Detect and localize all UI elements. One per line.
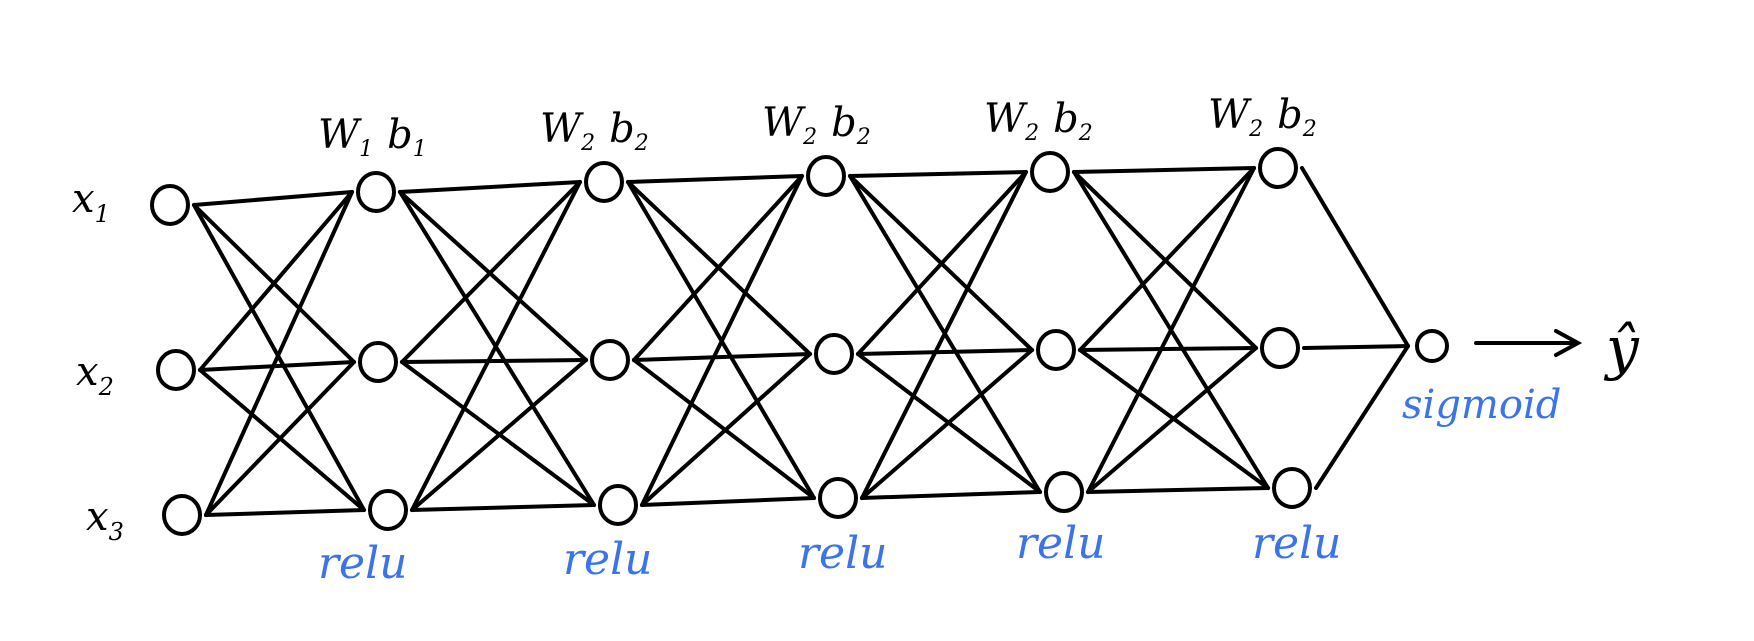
edge-l4-n3-to-n2: [860, 348, 1034, 500]
edge-l4-n1-to-n1: [848, 170, 1028, 178]
connections: [192, 166, 1410, 517]
activation-label-layer-2: relu: [563, 534, 652, 585]
edge-l2-n1-to-n3: [398, 190, 596, 507]
input-label-x1: x1: [72, 176, 110, 228]
output-neuron-1: [1415, 329, 1449, 363]
neurons: [150, 147, 1449, 536]
input-label-x2: x2: [76, 349, 114, 401]
edge-l4-n3-to-n3: [860, 490, 1042, 500]
edge-l4-n3-to-n1: [860, 170, 1028, 500]
hidden-l1-neuron-1: [356, 171, 396, 213]
edge-l3-n2-to-n1: [632, 174, 804, 362]
edge-l2-n3-to-n3: [410, 503, 596, 512]
activation-label-layer-1: relu: [318, 538, 407, 589]
edge-l3-n3-to-n3: [640, 496, 816, 507]
edge-l2-n3-to-n2: [410, 358, 588, 512]
edge-l5-n3-to-n3: [1086, 486, 1270, 494]
hidden-l3-neuron-2: [814, 333, 854, 375]
output-arrow-head: [1554, 329, 1583, 357]
hidden-l2-neuron-1: [584, 161, 624, 203]
hidden-l4-neuron-3: [1044, 471, 1084, 513]
edge-l3-n1-to-n1: [626, 174, 804, 184]
edge-l1-n3-to-n3: [204, 508, 366, 517]
edge-l4-n2-to-n2: [856, 348, 1034, 356]
activation-label-layer-3: relu: [798, 528, 887, 579]
edge-l2-n2-to-n2: [400, 358, 588, 364]
edge-l1-n1-to-n1: [192, 190, 354, 207]
hidden-l3-neuron-3: [818, 477, 858, 519]
edge-l2-n2-to-n1: [400, 180, 582, 364]
hidden-l4-neuron-1: [1030, 151, 1070, 193]
edge-l2-n1-to-n1: [398, 180, 582, 194]
edge-l6-n3-to-n1: [1314, 344, 1410, 490]
edge-l5-n2-to-n1: [1078, 166, 1256, 352]
output-activation-label: sigmoid: [1402, 382, 1561, 428]
activation-label-layer-5: relu: [1252, 518, 1341, 569]
edge-l6-n2-to-n1: [1302, 344, 1410, 350]
edge-l3-n2-to-n2: [632, 352, 812, 362]
edge-l1-n3-to-n2: [204, 360, 356, 517]
input-neuron-2: [156, 349, 196, 391]
hidden-l5-neuron-3: [1272, 467, 1312, 509]
edge-l1-n2-to-n1: [198, 190, 354, 372]
edge-l1-n3-to-n1: [204, 190, 354, 517]
edge-l5-n1-to-n1: [1072, 166, 1256, 174]
hidden-l2-neuron-3: [598, 484, 638, 526]
edge-l6-n1-to-n1: [1300, 166, 1410, 348]
hidden-l4-neuron-2: [1036, 329, 1076, 371]
edge-l3-n3-to-n1: [640, 174, 804, 507]
edge-l3-n3-to-n2: [640, 352, 812, 507]
edge-l1-n2-to-n2: [198, 360, 356, 372]
hidden-l1-neuron-2: [358, 341, 398, 383]
edge-l5-n2-to-n2: [1078, 346, 1258, 352]
hidden-l5-neuron-1: [1258, 147, 1298, 189]
hidden-l2-neuron-2: [590, 339, 630, 381]
activation-label-layer-4: relu: [1016, 518, 1105, 569]
hidden-l5-neuron-2: [1260, 327, 1300, 369]
hidden-l1-neuron-3: [368, 489, 408, 531]
input-neuron-1: [150, 184, 190, 226]
edge-l5-n3-to-n1: [1086, 166, 1256, 494]
edge-l2-n1-to-n2: [398, 190, 588, 362]
edge-l5-n3-to-n2: [1086, 346, 1258, 494]
edge-l1-n2-to-n3: [198, 368, 366, 512]
hidden-l3-neuron-1: [806, 155, 846, 197]
input-label-x3: x3: [86, 494, 124, 546]
edge-l4-n2-to-n1: [856, 170, 1028, 356]
output-label-y-hat: ŷ: [1603, 314, 1640, 382]
input-neuron-3: [162, 494, 202, 536]
edge-l2-n3-to-n1: [410, 180, 582, 512]
